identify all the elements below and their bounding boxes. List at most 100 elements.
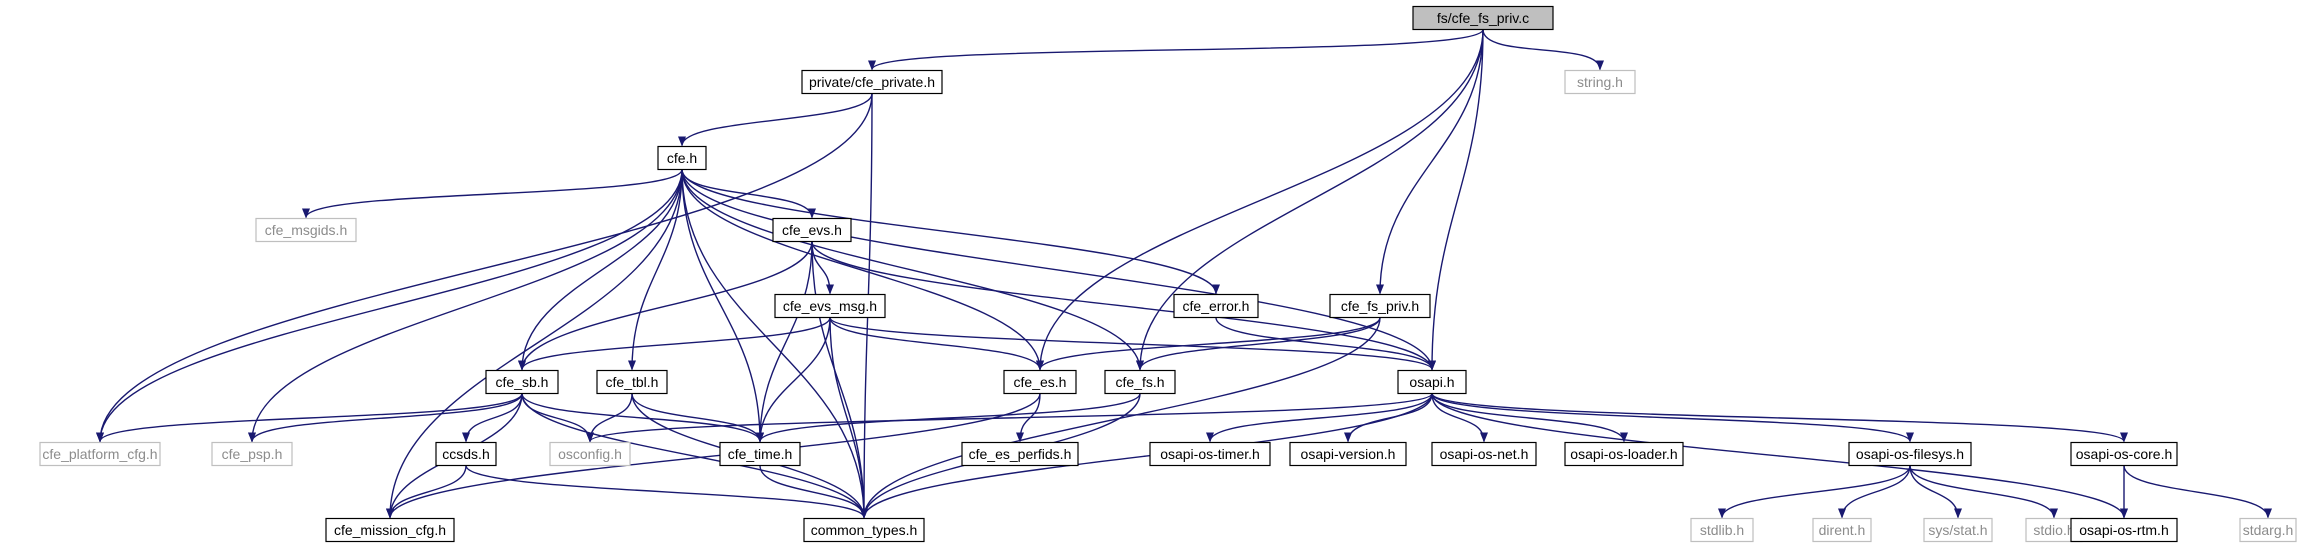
edge-time-to-common bbox=[759, 465, 868, 519]
node-sb-box bbox=[485, 369, 559, 395]
edge-cfe-to-fs bbox=[681, 169, 1144, 371]
edge-osfilesys-to-sysstat bbox=[1909, 465, 1962, 519]
node-osversion[interactable]: osapi-version.h bbox=[1289, 441, 1407, 467]
edge-evsmsg-to-sb bbox=[518, 317, 831, 371]
edge-evs-to-sb bbox=[518, 241, 813, 371]
edge-osapi-to-osversion bbox=[1344, 393, 1433, 443]
node-stdarg: stdarg.h bbox=[2239, 517, 2297, 543]
node-layer: fs/cfe_fs_priv.c private/cfe_private.h str… bbox=[39, 5, 2297, 543]
edge-cfe-to-sb bbox=[518, 169, 683, 371]
edge-evs-to-osapi bbox=[811, 241, 1436, 371]
node-msgids-label: cfe_msgids.h bbox=[265, 222, 347, 238]
edge-evsmsg-to-common bbox=[829, 317, 868, 519]
node-osapi[interactable]: osapi.h bbox=[1397, 369, 1467, 395]
node-time-label: cfe_time.h bbox=[728, 446, 793, 462]
edge-ccsds-to-mission bbox=[386, 465, 467, 519]
node-oscore[interactable]: osapi-os-core.h bbox=[2070, 441, 2178, 467]
node-osloader-label: osapi-os-loader.h bbox=[1570, 446, 1677, 462]
node-osnet[interactable]: osapi-os-net.h bbox=[1431, 441, 1537, 467]
edge-cfe-to-error bbox=[681, 169, 1220, 295]
edge-private-to-platform bbox=[96, 93, 873, 443]
node-stdarg-label: stdarg.h bbox=[2243, 522, 2294, 538]
node-dirent-label: dirent.h bbox=[1819, 522, 1866, 538]
node-osfilesys[interactable]: osapi-os-filesys.h bbox=[1848, 441, 1972, 467]
edge-evsmsg-to-es bbox=[829, 317, 1044, 371]
node-string: string.h bbox=[1564, 69, 1636, 95]
node-osapi-box bbox=[1397, 369, 1467, 395]
node-psp-label: cfe_psp.h bbox=[222, 446, 283, 462]
node-tbl[interactable]: cfe_tbl.h bbox=[596, 369, 668, 395]
node-tbl-box bbox=[596, 369, 668, 395]
edge-cfe-to-common bbox=[681, 169, 868, 519]
node-osfilesys-box bbox=[1848, 441, 1972, 467]
node-fs-box bbox=[1104, 369, 1176, 395]
node-error-label: cfe_error.h bbox=[1183, 298, 1250, 314]
node-osrtm[interactable]: osapi-os-rtm.h bbox=[2070, 517, 2178, 543]
node-evs[interactable]: cfe_evs.h bbox=[772, 217, 852, 243]
node-osconfig-box bbox=[549, 441, 631, 467]
edge-sb-to-platform bbox=[96, 393, 523, 443]
node-stdlib-label: stdlib.h bbox=[1700, 522, 1744, 538]
node-dirent-box bbox=[1812, 517, 1872, 543]
edge-cfe-to-mission bbox=[386, 169, 683, 519]
node-perfids-box bbox=[961, 441, 1079, 467]
node-root[interactable]: fs/cfe_fs_priv.c bbox=[1412, 5, 1554, 31]
node-osapi-label: osapi.h bbox=[1409, 374, 1454, 390]
node-string-box bbox=[1564, 69, 1636, 95]
node-perfids-label: cfe_es_perfids.h bbox=[969, 446, 1072, 462]
edge-osapi-to-osnet bbox=[1431, 393, 1488, 443]
edge-osfilesys-to-stdio bbox=[1909, 465, 2058, 519]
edge-oscore-to-stdarg bbox=[2123, 465, 2272, 519]
edge-cfe-to-psp bbox=[248, 169, 683, 443]
node-tbl-label: cfe_tbl.h bbox=[606, 374, 659, 390]
node-cfe-box bbox=[657, 145, 707, 171]
node-msgids-box bbox=[255, 217, 357, 243]
node-common[interactable]: common_types.h bbox=[803, 517, 925, 543]
node-sb[interactable]: cfe_sb.h bbox=[485, 369, 559, 395]
node-time-box bbox=[719, 441, 801, 467]
edge-evs-to-time bbox=[756, 241, 813, 443]
edge-evsmsg-to-time bbox=[756, 317, 831, 443]
node-fspriv-label: cfe_fs_priv.h bbox=[1341, 298, 1419, 314]
edge-error-to-osapi bbox=[1215, 317, 1436, 371]
node-es[interactable]: cfe_es.h bbox=[1003, 369, 1077, 395]
node-psp-box bbox=[211, 441, 293, 467]
node-cfe[interactable]: cfe.h bbox=[657, 145, 707, 171]
edge-fspriv-to-common bbox=[860, 317, 1381, 519]
node-osloader[interactable]: osapi-os-loader.h bbox=[1564, 441, 1684, 467]
node-evsmsg-label: cfe_evs_msg.h bbox=[783, 298, 877, 314]
node-root-label: fs/cfe_fs_priv.c bbox=[1437, 10, 1529, 26]
node-sysstat-label: sys/stat.h bbox=[1928, 522, 1987, 538]
node-mission-label: cfe_mission_cfg.h bbox=[334, 522, 446, 538]
node-psp: cfe_psp.h bbox=[211, 441, 293, 467]
node-ccsds-box bbox=[435, 441, 497, 467]
edge-osapi-to-oscore bbox=[1431, 392, 2128, 443]
node-string-label: string.h bbox=[1577, 74, 1623, 90]
node-fspriv[interactable]: cfe_fs_priv.h bbox=[1329, 293, 1431, 319]
node-mission[interactable]: cfe_mission_cfg.h bbox=[325, 517, 455, 543]
node-ostimer[interactable]: osapi-os-timer.h bbox=[1149, 441, 1271, 467]
node-osrtm-label: osapi-os-rtm.h bbox=[2079, 522, 2168, 538]
edge-sb-to-common bbox=[521, 393, 868, 519]
edge-root-to-private bbox=[868, 28, 1484, 71]
node-fs[interactable]: cfe_fs.h bbox=[1104, 369, 1176, 395]
node-evsmsg-box bbox=[774, 293, 886, 319]
edge-root-to-fspriv bbox=[1376, 29, 1484, 295]
node-osconfig-label: osconfig.h bbox=[558, 446, 622, 462]
node-ccsds[interactable]: ccsds.h bbox=[435, 441, 497, 467]
edge-root-to-string bbox=[1482, 29, 1604, 71]
node-evsmsg[interactable]: cfe_evs_msg.h bbox=[774, 293, 886, 319]
node-time[interactable]: cfe_time.h bbox=[719, 441, 801, 467]
node-osconfig: osconfig.h bbox=[549, 441, 631, 467]
edge-cfe-to-tbl bbox=[628, 169, 683, 371]
node-perfids[interactable]: cfe_es_perfids.h bbox=[961, 441, 1079, 467]
node-osnet-box bbox=[1431, 441, 1537, 467]
node-private[interactable]: private/cfe_private.h bbox=[801, 69, 943, 95]
node-platform: cfe_platform_cfg.h bbox=[39, 441, 161, 467]
node-msgids: cfe_msgids.h bbox=[255, 217, 357, 243]
edge-sb-to-osconfig bbox=[521, 393, 594, 443]
edge-sb-to-ccsds bbox=[462, 393, 523, 443]
node-osnet-label: osapi-os-net.h bbox=[1440, 446, 1529, 462]
node-root-box bbox=[1412, 5, 1554, 31]
node-error[interactable]: cfe_error.h bbox=[1173, 293, 1259, 319]
